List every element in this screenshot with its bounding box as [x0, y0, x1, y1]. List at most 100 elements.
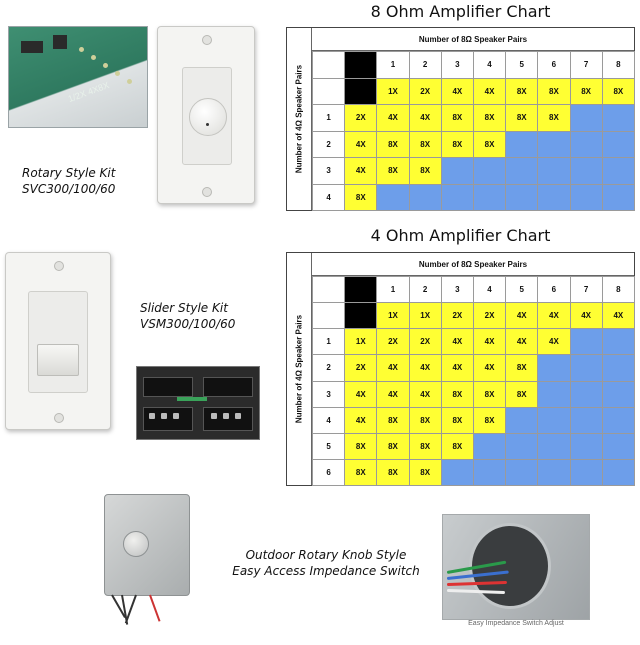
chart4-multiplier-cell: [569, 328, 603, 356]
chart8-multiplier-cell: [408, 183, 442, 211]
chart4-column-header: Number of 8Ω Speaker Pairs: [312, 253, 634, 276]
chart8-multiplier-cell: 8X: [376, 157, 410, 185]
chart8-title: 8 Ohm Amplifier Chart: [370, 2, 551, 21]
chart8-multiplier-cell: [505, 130, 539, 158]
chart4-multiplier-cell: 2X: [472, 302, 507, 330]
chart8-col-number: 1: [376, 51, 410, 79]
chart4-col-number: 5: [505, 275, 539, 304]
chart4-multiplier-cell: 2X: [440, 302, 474, 330]
chart8-multiplier-cell: [601, 130, 636, 158]
chart4-multiplier-cell: 8X: [376, 406, 410, 434]
chart8-multiplier-cell: [569, 130, 603, 158]
chart4-multiplier-cell: 4X: [440, 328, 474, 356]
chart8-black-cell: [344, 51, 378, 79]
chart4-multiplier-cell: [569, 380, 603, 408]
chart4-multiplier-cell: 4X: [376, 354, 410, 382]
chart8-column-header: Number of 8Ω Speaker Pairs: [312, 28, 634, 51]
terminal-block-photo: [136, 366, 260, 440]
chart8-row-number: 1: [311, 104, 346, 132]
chart8-multiplier-cell: 4X: [408, 104, 442, 132]
slider-kit-name: Slider Style Kit: [140, 301, 228, 315]
chart8-multiplier-cell: 8X: [537, 77, 571, 105]
chart8-multiplier-cell: 8X: [376, 130, 410, 158]
chart4-corner-cell: [311, 275, 346, 304]
chart4-multiplier-cell: [569, 458, 603, 487]
chart8-multiplier-cell: [440, 183, 474, 211]
chart4-multiplier-cell: 8X: [472, 406, 507, 434]
chart8-multiplier-cell: [537, 130, 571, 158]
chart8-col-number: 2: [408, 51, 442, 79]
chart4-multiplier-cell: 8X: [505, 354, 539, 382]
chart8-multiplier-cell: [472, 157, 507, 185]
chart8-multiplier-cell: [601, 104, 636, 132]
chart4-multiplier-cell: [537, 380, 571, 408]
slider-wall-plate: [5, 252, 111, 430]
chart8-multiplier-cell: 8X: [472, 130, 507, 158]
chart8-col-number: 5: [505, 51, 539, 79]
outdoor-knob: [123, 531, 149, 557]
chart8-col-number: 4: [472, 51, 507, 79]
chart8: Number of 8Ω Speaker Pairs Number of 4Ω …: [286, 27, 636, 211]
chart4-multiplier-cell: 4X: [601, 302, 636, 330]
chart8-multiplier-cell: [472, 183, 507, 211]
impedance-switch-caption: Easy Impedance Switch Adjust: [468, 620, 564, 627]
chart8-row-number: 2: [311, 130, 346, 158]
chart4-col-number: 1: [376, 275, 410, 304]
chart8-multiplier-cell: [569, 157, 603, 185]
chart8-multiplier-cell: [537, 157, 571, 185]
chart4-row-number: [311, 302, 346, 330]
chart4-multiplier-cell: [569, 406, 603, 434]
chart4-multiplier-cell: [505, 406, 539, 434]
chart8-corner-cell: [311, 51, 346, 79]
chart4-col-number: 2: [408, 275, 442, 304]
chart4-multiplier-cell: 8X: [376, 458, 410, 487]
chart4-col-number: 3: [440, 275, 474, 304]
chart4-multiplier-cell: [601, 354, 636, 382]
chart4-col-number: 6: [537, 275, 571, 304]
slider-kit-caption: Slider Style Kit VSM300/100/60: [140, 300, 235, 332]
chart4-multiplier-cell: 8X: [472, 380, 507, 408]
chart4-multiplier-cell: [537, 432, 571, 460]
chart4-multiplier-cell: 4X: [472, 354, 507, 382]
pcb-print: 1/2X 4X8X: [66, 79, 111, 105]
chart8-row-header: Number of 4Ω Speaker Pairs: [287, 28, 312, 210]
chart8-multiplier-cell: 4X: [440, 77, 474, 105]
chart8-multiplier-cell: 4X: [472, 77, 507, 105]
chart8-multiplier-cell: [505, 157, 539, 185]
rotary-kit-caption: Rotary Style Kit SVC300/100/60: [22, 165, 115, 197]
chart8-multiplier-cell: 8X: [440, 104, 474, 132]
chart4-multiplier-cell: [505, 458, 539, 487]
chart4: Number of 8Ω Speaker Pairs Number of 4Ω …: [286, 252, 636, 487]
chart8-multiplier-cell: 2X: [408, 77, 442, 105]
chart4-multiplier-cell: 8X: [344, 458, 378, 487]
chart4-multiplier-cell: [440, 458, 474, 487]
chart4-multiplier-cell: 8X: [408, 432, 442, 460]
chart4-col-number: 8: [601, 275, 636, 304]
rotary-knob: [189, 98, 227, 136]
chart4-multiplier-cell: 8X: [440, 432, 474, 460]
chart4-multiplier-cell: 4X: [537, 302, 571, 330]
chart8-multiplier-cell: [537, 183, 571, 211]
chart4-multiplier-cell: 4X: [344, 406, 378, 434]
chart4-multiplier-cell: 4X: [440, 354, 474, 382]
chart8-row-number: 3: [311, 157, 346, 185]
slider-kit-models: VSM300/100/60: [140, 317, 236, 331]
chart8-row-number: 4: [311, 183, 346, 211]
chart4-multiplier-cell: 8X: [408, 458, 442, 487]
chart4-multiplier-cell: 4X: [408, 354, 442, 382]
chart8-multiplier-cell: [569, 104, 603, 132]
outdoor-kit-feature: Easy Access Impedance Switch: [232, 564, 420, 578]
chart4-multiplier-cell: 8X: [505, 380, 539, 408]
chart8-multiplier-cell: [376, 183, 410, 211]
chart4-multiplier-cell: 1X: [376, 302, 410, 330]
chart4-multiplier-cell: [505, 432, 539, 460]
chart8-multiplier-cell: 8X: [440, 130, 474, 158]
chart4-multiplier-cell: [601, 328, 636, 356]
chart4-col-number: 4: [472, 275, 507, 304]
chart4-multiplier-cell: [472, 432, 507, 460]
chart8-multiplier-cell: 4X: [344, 130, 378, 158]
rotary-kit-models: SVC300/100/60: [22, 182, 116, 196]
chart8-multiplier-cell: [440, 157, 474, 185]
